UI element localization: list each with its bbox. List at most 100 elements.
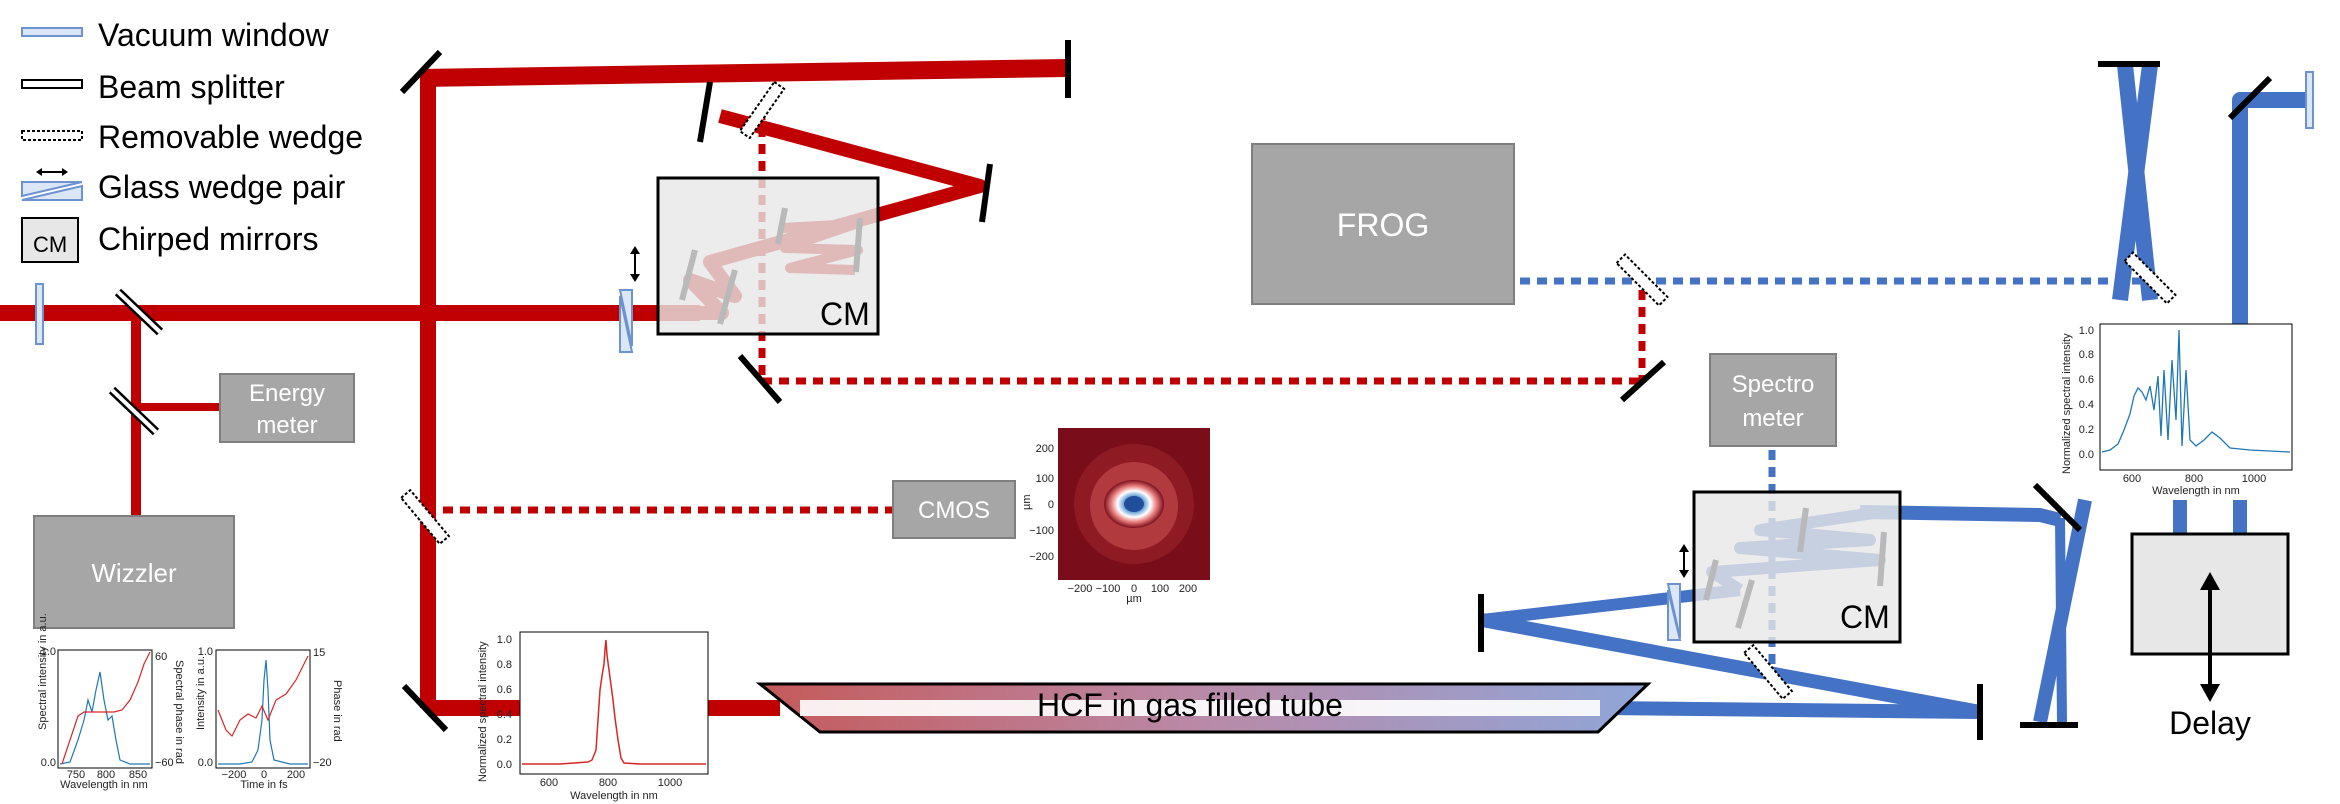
profile-ytick-3: −100	[1029, 525, 1054, 537]
wiz-spec-xtick-2: 850	[129, 769, 147, 781]
frog-label: FROG	[1337, 207, 1429, 243]
blue-ylabel: Normalized spectral intensity	[2061, 333, 2073, 474]
profile-ytick-0: 200	[1036, 443, 1054, 455]
wizzler-time-phase	[217, 655, 309, 738]
wiz-spec-rtick-0: 60	[155, 651, 167, 663]
wiz-spec-ytick-0: 0.0	[41, 757, 56, 769]
hcf-label: HCF in gas filled tube	[1037, 687, 1343, 723]
profile-ytick-2: 0	[1048, 499, 1054, 511]
red-ytick-0: 0.0	[497, 759, 512, 771]
vacuum-windows	[35, 71, 2314, 345]
delay-label: Delay	[2169, 705, 2251, 741]
legend-chirped-mirrors: Chirped mirrors	[98, 221, 318, 257]
wiz-time-rtick-0: 15	[313, 647, 325, 659]
legend-beam-splitter: Beam splitter	[98, 69, 285, 105]
blue-xlabel: Wavelength in nm	[2152, 485, 2240, 497]
spectrometer-box: Spectro meter	[1709, 353, 1837, 447]
cm-left-label: CM	[820, 296, 870, 332]
profile-xtick-2: 0	[1131, 583, 1137, 595]
wiz-spec-xtick-1: 800	[97, 769, 115, 781]
inset-wizzler-spectrum: 750 800 850 Wavelength in nm Spectral in…	[37, 613, 185, 791]
inset-spectrum-red: Normalized spectral intensity 0.0 0.2 0.…	[477, 631, 709, 802]
spectrometer-label-2: meter	[1742, 405, 1803, 432]
profile-xtick-1: −100	[1096, 583, 1121, 595]
removable-wedge-icon	[21, 130, 83, 141]
blue-xtick-0: 600	[2123, 473, 2141, 485]
delay-stage: Delay	[2130, 532, 2290, 741]
profile-xtick-4: 200	[1179, 583, 1197, 595]
blue-ytick-2: 0.4	[2079, 399, 2094, 411]
wiz-time-ytick-0: 0.0	[198, 757, 213, 769]
profile-ylabel: µm	[1021, 494, 1033, 510]
cmos-label: CMOS	[918, 497, 990, 524]
glass-wedge-pair-icon	[21, 168, 83, 201]
energy-meter-box: Energy meter	[219, 373, 355, 443]
red-ytick-5: 1.0	[497, 634, 512, 646]
beam-splitters	[108, 288, 164, 436]
legend: Vacuum window Beam splitter Removable we…	[21, 17, 363, 263]
wizzler-spectrum-intensity	[59, 671, 150, 765]
removable-wedges	[399, 80, 2177, 701]
energy-meter-label-2: meter	[256, 412, 317, 439]
blue-ytick-5: 1.0	[2079, 325, 2094, 337]
hcf-tube: HCF in gas filled tube	[712, 682, 1652, 734]
wiz-time-xtick-0: −200	[222, 769, 247, 781]
cmos-box: CMOS	[892, 480, 1016, 539]
wiz-time-xtick-2: 200	[287, 769, 305, 781]
profile-xtick-0: −200	[1068, 583, 1093, 595]
wizzler-spectrum-phase	[61, 651, 151, 765]
profile-xlabel: µm	[1126, 593, 1142, 605]
wiz-time-xlabel: Time in fs	[240, 779, 288, 791]
chirped-mirrors-icon-label: CM	[33, 232, 67, 257]
wiz-time-rtick-7: −20	[313, 757, 332, 769]
cm-box-right: CM	[1692, 490, 1902, 644]
red-xtick-0: 600	[540, 777, 558, 789]
glass-wedge-pair-right	[1666, 544, 1689, 641]
spectrometer-label-1: Spectro	[1732, 371, 1815, 398]
red-ytick-2: 0.4	[497, 709, 512, 721]
vacuum-window-icon	[21, 27, 83, 37]
glass-wedge-pair-left	[618, 246, 640, 353]
beam-splitter-icon	[21, 79, 83, 89]
wiz-time-xtick-1: 0	[261, 769, 267, 781]
profile-ytick-4: −200	[1029, 551, 1054, 563]
red-xlabel: Wavelength in nm	[570, 790, 658, 802]
wiz-spec-ytick-5: 1.0	[41, 646, 56, 658]
wiz-time-left-label: Intensity in a.u.	[195, 656, 207, 730]
energy-meter-label-1: Energy	[249, 380, 325, 407]
wizzler-time-intensity	[218, 659, 308, 765]
red-ytick-3: 0.6	[497, 684, 512, 696]
blue-xtick-2: 1000	[2242, 473, 2266, 485]
legend-vacuum-window: Vacuum window	[98, 17, 330, 53]
profile-ytick-1: 100	[1036, 473, 1054, 485]
legend-glass-wedge-pair: Glass wedge pair	[98, 169, 346, 205]
wiz-spec-left-label: Spectral intensity in a.u.	[37, 613, 49, 730]
red-ylabel: Normalized spectral intensity	[477, 641, 489, 782]
wiz-spec-xlabel: Wavelength in nm	[60, 779, 148, 791]
red-xtick-1: 800	[599, 777, 617, 789]
wizzler-box: Wizzler	[33, 515, 235, 629]
cm-box-left: CM	[656, 176, 880, 336]
legend-removable-wedge: Removable wedge	[98, 119, 363, 155]
blue-spectrum-curve	[2101, 329, 2291, 453]
red-ytick-4: 0.8	[497, 659, 512, 671]
wiz-spec-right-label: Spectral phase in rad	[173, 660, 185, 764]
wiz-spec-rtick-6: −60	[155, 757, 174, 769]
blue-ytick-1: 0.2	[2079, 424, 2094, 436]
profile-xtick-3: 100	[1151, 583, 1169, 595]
blue-ytick-4: 0.8	[2079, 349, 2094, 361]
inset-spectrum-blue: Normalized spectral intensity 0.0 0.2 0.…	[2061, 323, 2293, 497]
red-spectrum-curve	[522, 639, 706, 765]
red-xtick-2: 1000	[658, 777, 682, 789]
blue-ytick-3: 0.6	[2079, 374, 2094, 386]
wiz-spec-xtick-0: 750	[67, 769, 85, 781]
inset-beam-profile: µm 200 100 0 −100 −200 −200 −100 0 100 2…	[1021, 428, 1210, 605]
chirped-mirrors-icon	[21, 217, 79, 263]
cm-right-label: CM	[1840, 599, 1890, 635]
blue-xtick-1: 800	[2185, 473, 2203, 485]
red-ytick-1: 0.2	[497, 734, 512, 746]
wiz-time-right-label: Phase in rad	[331, 680, 343, 742]
inset-wizzler-time: −200 0 200 Time in fs Intensity in a.u. …	[195, 646, 343, 791]
frog-box: FROG	[1251, 143, 1515, 305]
